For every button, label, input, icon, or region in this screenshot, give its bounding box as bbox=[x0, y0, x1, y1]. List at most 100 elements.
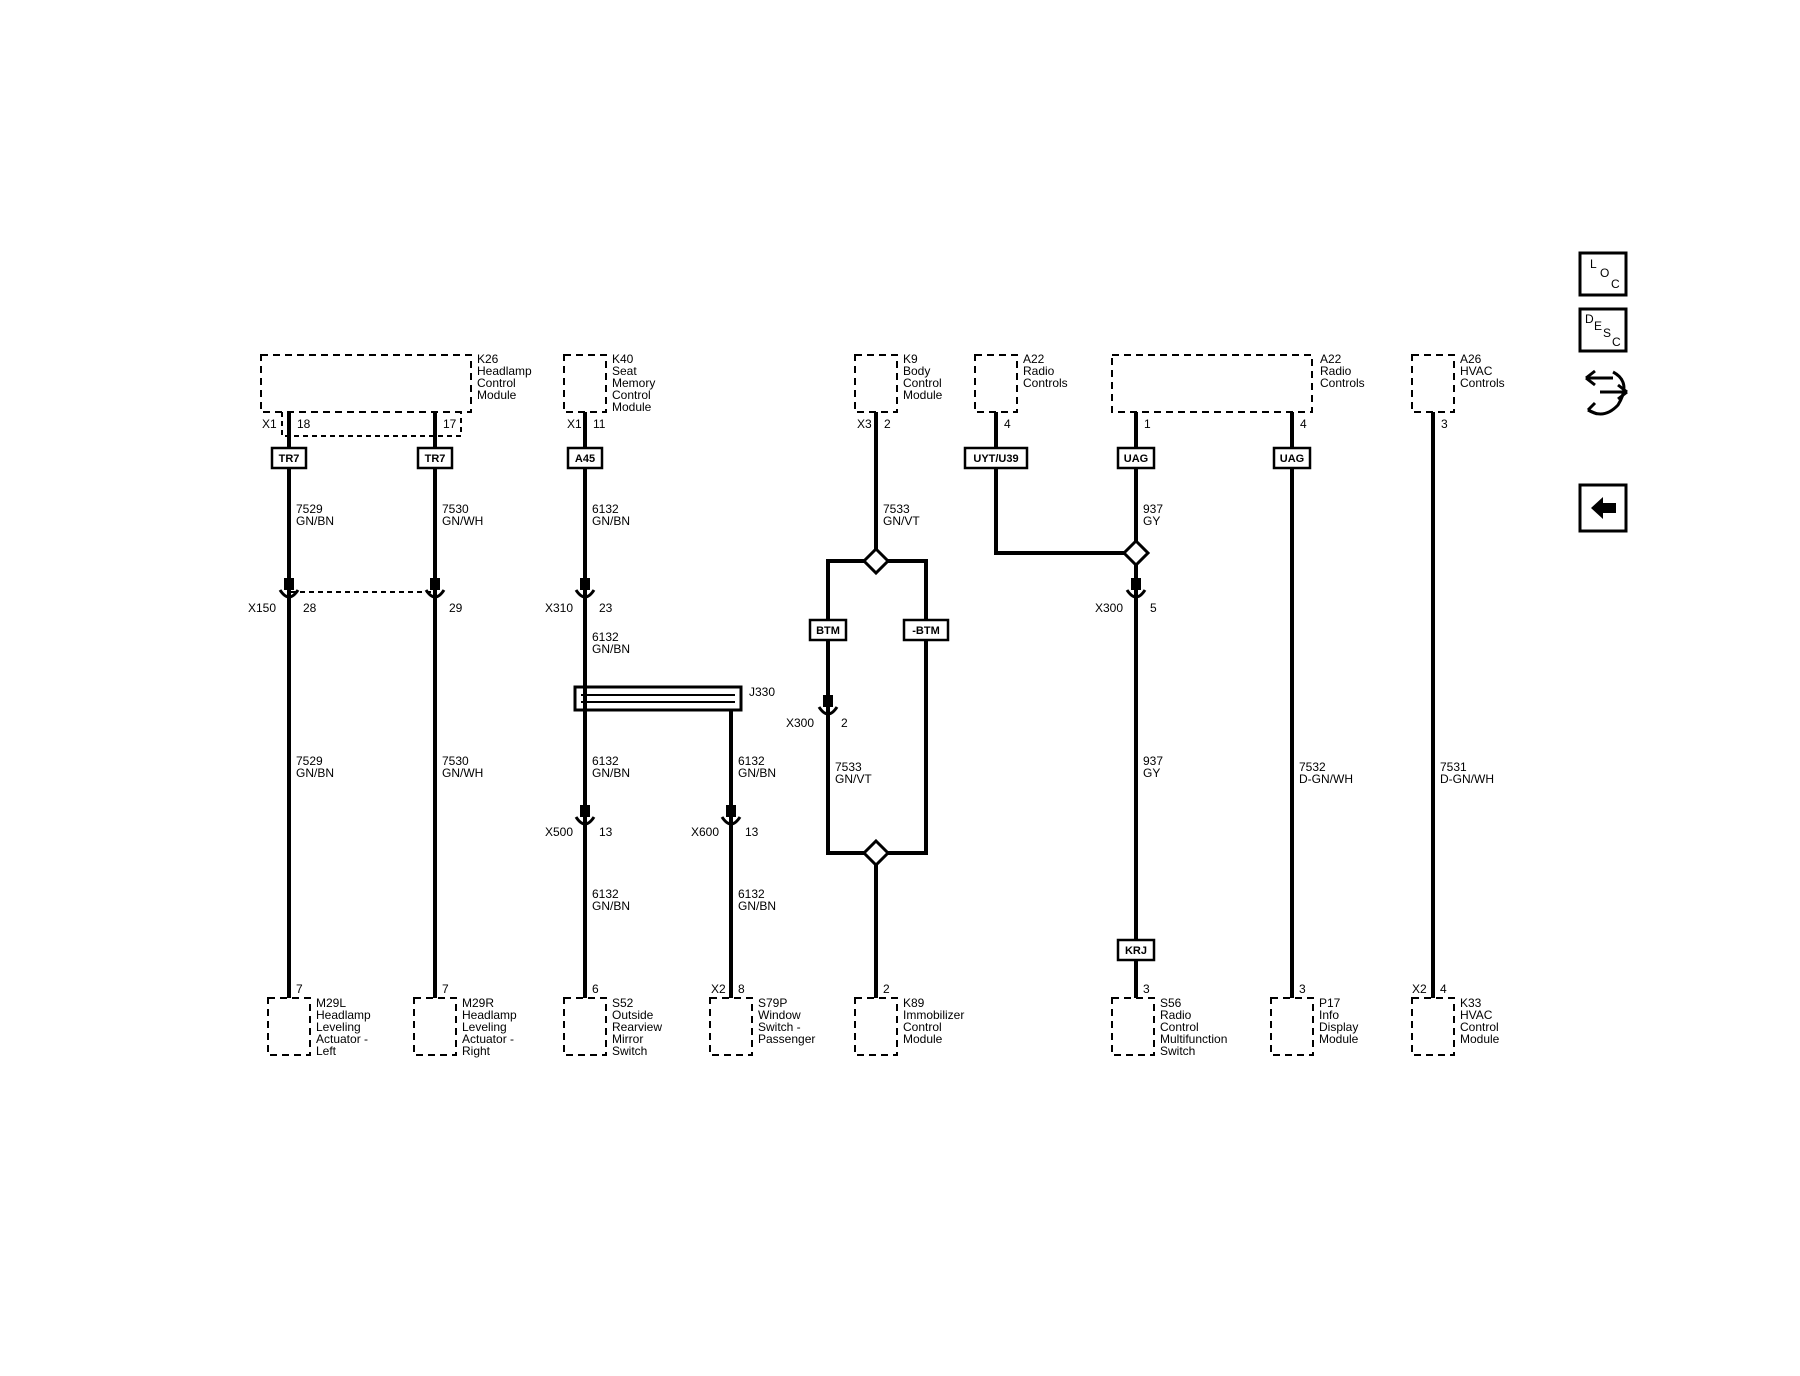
svg-text:E: E bbox=[1594, 319, 1602, 333]
svg-text:2: 2 bbox=[841, 716, 848, 730]
splice-7533-top[interactable] bbox=[861, 546, 891, 576]
svg-text:13: 13 bbox=[599, 825, 613, 839]
svg-text:A26: A26 bbox=[1460, 352, 1482, 366]
svg-text:X2: X2 bbox=[711, 982, 726, 996]
wire-labels: 7529 GN/BN 7529 GN/BN 7530 GN/WH 7530 GN… bbox=[296, 502, 1494, 913]
module-m29l[interactable]: M29L Headlamp Leveling Actuator - Left bbox=[267, 996, 371, 1058]
module-s79p[interactable]: S79P Window Switch - Passenger bbox=[709, 996, 815, 1056]
svg-text:Control: Control bbox=[1460, 1020, 1499, 1034]
svg-text:6: 6 bbox=[592, 982, 599, 996]
svg-text:GN/BN: GN/BN bbox=[592, 899, 630, 913]
module-k40[interactable]: K40 Seat Memory Control Module bbox=[563, 352, 655, 414]
module-a22-left[interactable]: A22 Radio Controls bbox=[974, 352, 1068, 413]
module-s52[interactable]: S52 Outside Rearview Mirror Switch bbox=[563, 996, 662, 1058]
svg-text:3: 3 bbox=[1441, 417, 1448, 431]
module-s56[interactable]: S56 Radio Control Multifunction Switch bbox=[1111, 996, 1227, 1058]
option-uag-right[interactable]: UAG bbox=[1272, 446, 1312, 470]
wire-7533-nbtm-loop[interactable] bbox=[886, 559, 928, 855]
option-btm[interactable]: BTM bbox=[808, 618, 848, 642]
connector-x300-937[interactable] bbox=[1125, 578, 1147, 599]
connector-x150-28[interactable] bbox=[278, 578, 300, 599]
svg-text:7529: 7529 bbox=[296, 502, 323, 516]
svg-text:P17: P17 bbox=[1319, 996, 1341, 1010]
svg-text:Module: Module bbox=[612, 400, 652, 414]
svg-text:6132: 6132 bbox=[738, 887, 765, 901]
svg-text:D-GN/WH: D-GN/WH bbox=[1440, 772, 1494, 786]
svg-text:Memory: Memory bbox=[612, 376, 655, 390]
svg-text:L: L bbox=[1590, 257, 1597, 271]
svg-text:13: 13 bbox=[745, 825, 759, 839]
j330-label: J330 bbox=[749, 685, 775, 699]
connector-x300-btm[interactable] bbox=[817, 695, 839, 716]
option-not-btm[interactable]: -BTM bbox=[902, 618, 950, 642]
module-m29r[interactable]: M29R Headlamp Leveling Actuator - Right bbox=[413, 996, 517, 1058]
svg-text:M29R: M29R bbox=[462, 996, 494, 1010]
module-a22-right[interactable]: A22 Radio Controls bbox=[1111, 352, 1365, 413]
connector-x600[interactable] bbox=[720, 805, 742, 826]
svg-text:A45: A45 bbox=[575, 453, 595, 465]
connector-x310[interactable] bbox=[574, 578, 596, 599]
option-krj[interactable]: KRJ bbox=[1116, 938, 1156, 962]
svg-text:Radio: Radio bbox=[1320, 364, 1352, 378]
svg-text:29: 29 bbox=[449, 601, 463, 615]
svg-text:23: 23 bbox=[599, 601, 613, 615]
svg-text:7532: 7532 bbox=[1299, 760, 1326, 774]
svg-text:Controls: Controls bbox=[1320, 376, 1365, 390]
splice-pack-j330[interactable]: J330 bbox=[573, 685, 775, 712]
svg-text:GN/BN: GN/BN bbox=[738, 899, 776, 913]
svg-text:7533: 7533 bbox=[835, 760, 862, 774]
svg-text:D: D bbox=[1585, 312, 1594, 326]
svg-text:Controls: Controls bbox=[1023, 376, 1068, 390]
svg-text:Actuator -: Actuator - bbox=[462, 1032, 514, 1046]
svg-text:HVAC: HVAC bbox=[1460, 364, 1493, 378]
svg-text:KRJ: KRJ bbox=[1125, 945, 1147, 957]
option-a45[interactable]: A45 bbox=[566, 446, 604, 470]
back-button[interactable] bbox=[1578, 483, 1628, 533]
svg-text:K40: K40 bbox=[612, 352, 634, 366]
svg-text:Control: Control bbox=[1160, 1020, 1199, 1034]
desc-button[interactable]: D E S C bbox=[1578, 307, 1628, 353]
svg-text:K33: K33 bbox=[1460, 996, 1482, 1010]
svg-text:X150: X150 bbox=[248, 601, 276, 615]
svg-text:GN/BN: GN/BN bbox=[296, 766, 334, 780]
svg-text:Control: Control bbox=[477, 376, 516, 390]
svg-text:Module: Module bbox=[903, 388, 943, 402]
svg-text:HVAC: HVAC bbox=[1460, 1008, 1493, 1022]
svg-text:Left: Left bbox=[316, 1044, 337, 1058]
svg-text:Module: Module bbox=[1460, 1032, 1500, 1046]
svg-text:28: 28 bbox=[303, 601, 317, 615]
connector-x500[interactable] bbox=[574, 805, 596, 826]
svg-text:Passenger: Passenger bbox=[758, 1032, 815, 1046]
loc-button[interactable]: L O C bbox=[1578, 251, 1628, 297]
svg-text:1: 1 bbox=[1144, 417, 1151, 431]
swap-arrows-icon[interactable] bbox=[1585, 369, 1628, 416]
connector-x150-29[interactable] bbox=[424, 578, 446, 599]
option-uyt-u39[interactable]: UYT/U39 bbox=[963, 446, 1029, 470]
module-k26[interactable]: K26 Headlamp Control Module bbox=[260, 352, 532, 413]
wire-uyt-link[interactable] bbox=[994, 412, 1126, 555]
module-k9[interactable]: K9 Body Control Module bbox=[854, 352, 943, 413]
option-uag-left[interactable]: UAG bbox=[1116, 446, 1156, 470]
svg-text:GN/BN: GN/BN bbox=[738, 766, 776, 780]
svg-text:3: 3 bbox=[1143, 982, 1150, 996]
module-k89[interactable]: K89 Immobilizer Control Module bbox=[854, 996, 964, 1056]
splice-937[interactable] bbox=[1121, 538, 1151, 568]
option-tr7-left[interactable]: TR7 bbox=[270, 446, 308, 470]
svg-text:X1: X1 bbox=[567, 417, 582, 431]
svg-text:7529: 7529 bbox=[296, 754, 323, 768]
svg-text:GN/WH: GN/WH bbox=[442, 766, 483, 780]
option-tr7-right[interactable]: TR7 bbox=[416, 446, 454, 470]
module-p17[interactable]: P17 Info Display Module bbox=[1270, 996, 1359, 1056]
svg-text:6132: 6132 bbox=[592, 502, 619, 516]
module-k33[interactable]: K33 HVAC Control Module bbox=[1411, 996, 1500, 1056]
svg-text:Switch: Switch bbox=[1160, 1044, 1195, 1058]
module-a26[interactable]: A26 HVAC Controls bbox=[1411, 352, 1505, 413]
splice-7533-bottom[interactable] bbox=[861, 838, 891, 868]
svg-text:GY: GY bbox=[1143, 514, 1160, 528]
svg-text:6132: 6132 bbox=[592, 630, 619, 644]
svg-text:7533: 7533 bbox=[883, 502, 910, 516]
wire-7533-btm-loop[interactable] bbox=[826, 559, 866, 855]
svg-text:7530: 7530 bbox=[442, 502, 469, 516]
svg-text:Multifunction: Multifunction bbox=[1160, 1032, 1227, 1046]
